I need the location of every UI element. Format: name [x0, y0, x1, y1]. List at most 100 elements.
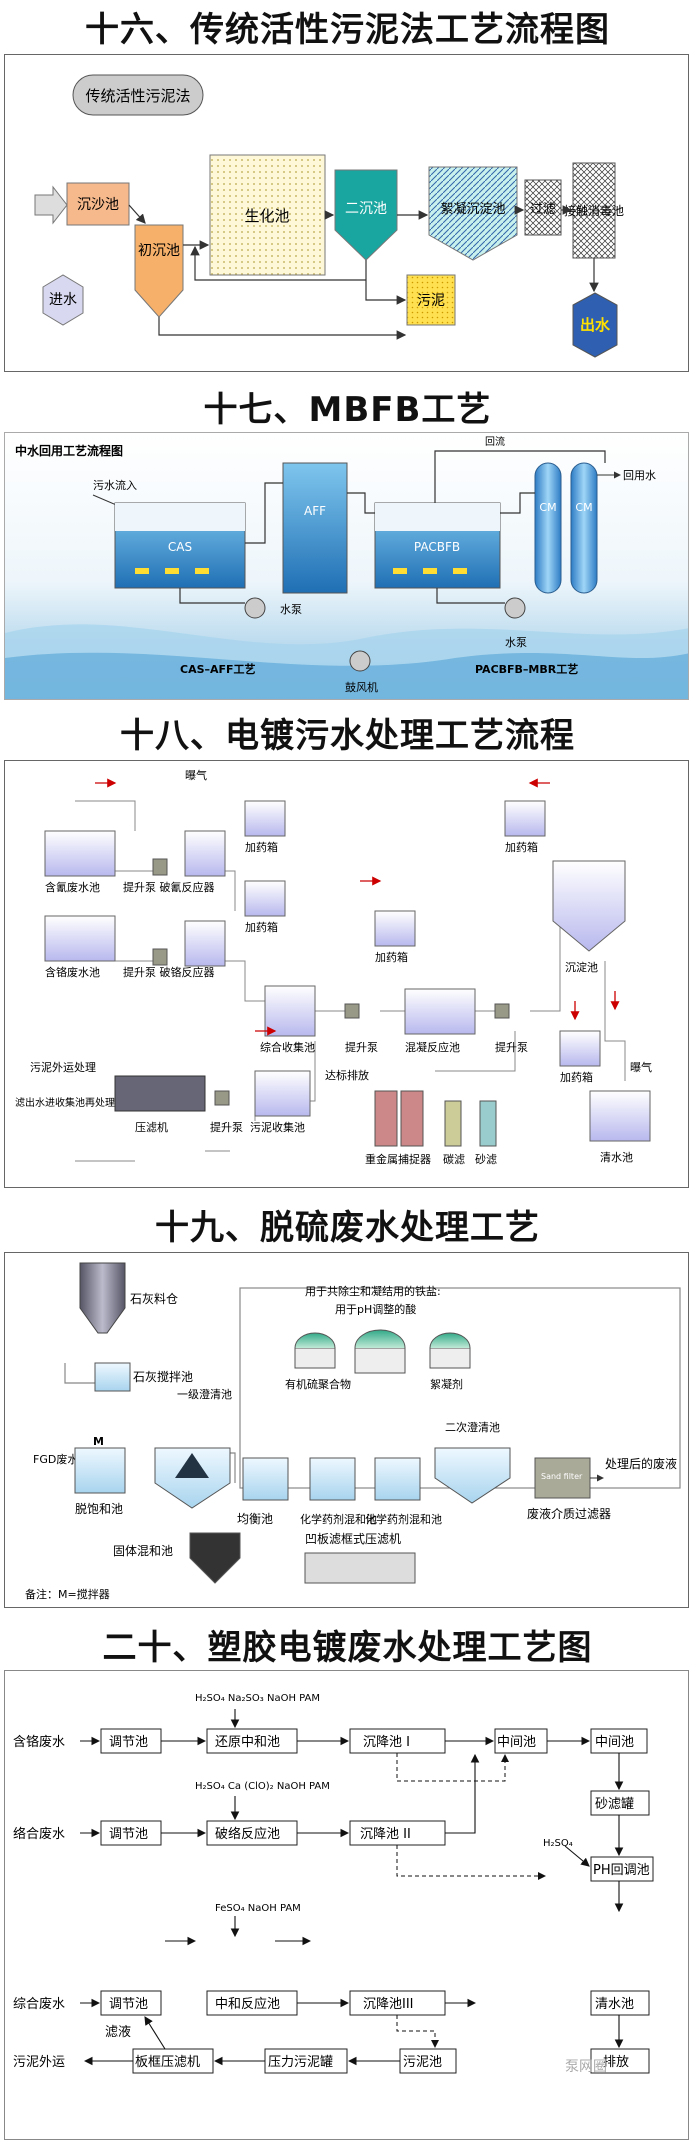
floc-tank-label: 絮凝沉淀池 — [440, 201, 505, 217]
secondary-clarifier-label: 二沉池 — [345, 201, 387, 217]
chrome-tank — [44, 915, 116, 962]
dosing-box-1: 加药箱 — [245, 840, 278, 854]
flow-arrows-16 — [128, 204, 599, 340]
sand-tank — [66, 182, 130, 226]
discharge: 排放 — [603, 2055, 629, 2070]
note2-label: 用于pH调整的酸 — [335, 1302, 416, 1316]
aeration-label-2: 曝气 — [630, 1060, 652, 1074]
mixer-m-1: M — [93, 1435, 104, 1448]
dosing-box-5: 加药箱 — [560, 1070, 593, 1084]
complex-water-label: 络合废水 — [13, 1826, 65, 1842]
desat-label: 脱饱和池 — [75, 1501, 123, 1516]
aff-label: AFF — [304, 504, 326, 518]
note-label: 备注：M=搅拌器 — [25, 1587, 110, 1601]
settling-label: 沉淀池 — [565, 960, 598, 974]
aff-tank — [282, 462, 348, 594]
desat-tank — [74, 1447, 126, 1494]
stage2-label: 二次澄清池 — [445, 1420, 500, 1434]
filtrate-label: 滤出水进收集池再处理 — [15, 1096, 115, 1109]
equal-tank — [242, 1457, 289, 1501]
press-label: 凹板滤框式压滤机 — [305, 1532, 401, 1546]
sand-filter-label: 砂滤 — [475, 1153, 497, 1166]
filter-label: 过滤 — [530, 202, 556, 217]
sand-tank: 砂滤罐 — [595, 1797, 634, 1812]
pump2-label: 水泵 — [505, 636, 527, 649]
sand-filter-tag: Sand filter — [541, 1472, 583, 1481]
sludge-tank-label: 污泥收集池 — [250, 1120, 305, 1134]
diagram-18: 含氰废水池 含铬废水池 提升泵 破氰反应器 提升泵 破铬反应器 曝气 加药箱 加… — [15, 768, 652, 1166]
chem-mix-label-2: 化学药剂混和池 — [365, 1512, 442, 1526]
cyanide-label: 含氰废水池 — [45, 880, 100, 894]
blower-label: 鼓风机 — [345, 680, 378, 694]
sludge-out-label: 污泥外运处理 — [30, 1061, 96, 1074]
sand-filter — [534, 1457, 591, 1499]
diagram-17: 中水回用工艺流程图 污水流入 CAS AFF PACBFB CM CM 回流 回… — [5, 433, 688, 699]
settle-1: 沉降池 I — [363, 1735, 410, 1750]
settle-2: 沉降池 II — [360, 1827, 411, 1842]
sludge-tank — [254, 1070, 311, 1117]
subtitle: 中水回用工艺流程图 — [15, 443, 123, 458]
clear-tank — [589, 1090, 651, 1142]
inlet-label: 进水 — [49, 292, 77, 308]
filter-press — [114, 1075, 206, 1112]
section-18-title: 十八、电镀污水处理工艺流程 — [120, 716, 575, 756]
press-label: 压滤机 — [135, 1120, 168, 1134]
chrome-label: 含铬废水池 — [45, 965, 100, 979]
cas-label: CAS — [168, 540, 192, 554]
fgd-label: FGD废水 — [33, 1452, 78, 1466]
clarifier-2 — [434, 1447, 511, 1504]
settling-tank — [552, 860, 626, 952]
secondary-clarifier — [334, 169, 398, 261]
clear-label: 清水池 — [600, 1151, 633, 1164]
sludge-box — [406, 274, 456, 326]
sludge-label: 污泥 — [417, 293, 445, 309]
sludge-out: 污泥外运 — [13, 2055, 65, 2070]
chrome-water-label: 含铬废水 — [13, 1734, 65, 1750]
coag-label: 混凝反应池 — [405, 1040, 460, 1054]
reflux-label: 回流 — [485, 435, 505, 448]
reuse-label: 回用水 — [623, 469, 656, 482]
chem-mix-label-1: 化学药剂混和池 — [300, 1512, 377, 1526]
lime-silo — [79, 1262, 126, 1334]
watermark: 泵网圈 — [565, 2059, 607, 2075]
middle-2: 中间池 — [595, 1735, 634, 1750]
flocculant-label: 絮凝剂 — [430, 1377, 463, 1391]
badge-shape — [72, 74, 204, 116]
section-19-title: 十九、脱硫废水处理工艺 — [155, 1208, 540, 1248]
outlet-label: 出水 — [580, 316, 611, 334]
cm-cylinder-2 — [570, 462, 598, 594]
dosing-box-3: 加药箱 — [375, 950, 408, 964]
adjust-3: 调节池 — [109, 1997, 148, 2012]
bio-tank — [209, 154, 326, 276]
aeration-label-1: 曝气 — [185, 768, 207, 782]
diagram-19: 石灰料仓 石灰搅拌池 一级澄清池 FGD废水 M 脱饱和池 均衡池 化学药剂混和… — [25, 1262, 681, 1601]
sludge-pool: 污泥池 — [403, 2055, 442, 2070]
dosing-box-4: 加药箱 — [505, 840, 538, 854]
badge-label: 传统活性污泥法 — [85, 87, 190, 105]
metal-catcher-label: 重金属捕捉器 — [365, 1152, 431, 1166]
outlet-hex — [572, 292, 618, 358]
adjust-2: 调节池 — [109, 1827, 148, 1842]
pump-label-3: 提升泵 — [210, 1121, 243, 1134]
inlet-arrow — [34, 185, 68, 225]
disinfection-label: 接触消毒池 — [564, 203, 624, 218]
primary-clarifier-label: 初沉池 — [138, 242, 180, 259]
cyanide-tank — [44, 830, 116, 877]
coag-tank — [404, 988, 476, 1035]
section-20-title: 二十、塑胶电镀废水处理工艺图 — [102, 1628, 593, 1668]
filter-label: 废液介质过滤器 — [527, 1506, 611, 1521]
disinfection-tank — [572, 162, 616, 259]
pressure-tank: 压力污泥罐 — [268, 2055, 333, 2070]
reagent-1: H₂SO₄ Na₂SO₃ NaOH PAM — [195, 1693, 320, 1704]
inlet-hex — [42, 274, 84, 326]
reagent-3: FeSO₄ NaOH PAM — [215, 1903, 301, 1914]
combined-label: 综合收集池 — [260, 1040, 315, 1054]
note1-label: 用于共除尘和凝结用的铁盐: — [305, 1284, 441, 1298]
discharge-label: 达标排放 — [325, 1068, 369, 1082]
sand-tank-label: 沉沙池 — [77, 197, 119, 213]
panel-19: 石灰料仓 石灰搅拌池 一级澄清池 FGD废水 M 脱饱和池 均衡池 化学药剂混和… — [4, 1252, 689, 1608]
caption-cas-aff: CAS–AFF工艺 — [180, 662, 256, 676]
chrome-reactor-label: 提升泵 破铬反应器 — [123, 965, 215, 979]
treated-label: 处理后的废液 — [605, 1456, 677, 1471]
break-tank: 破络反应池 — [215, 1826, 280, 1842]
